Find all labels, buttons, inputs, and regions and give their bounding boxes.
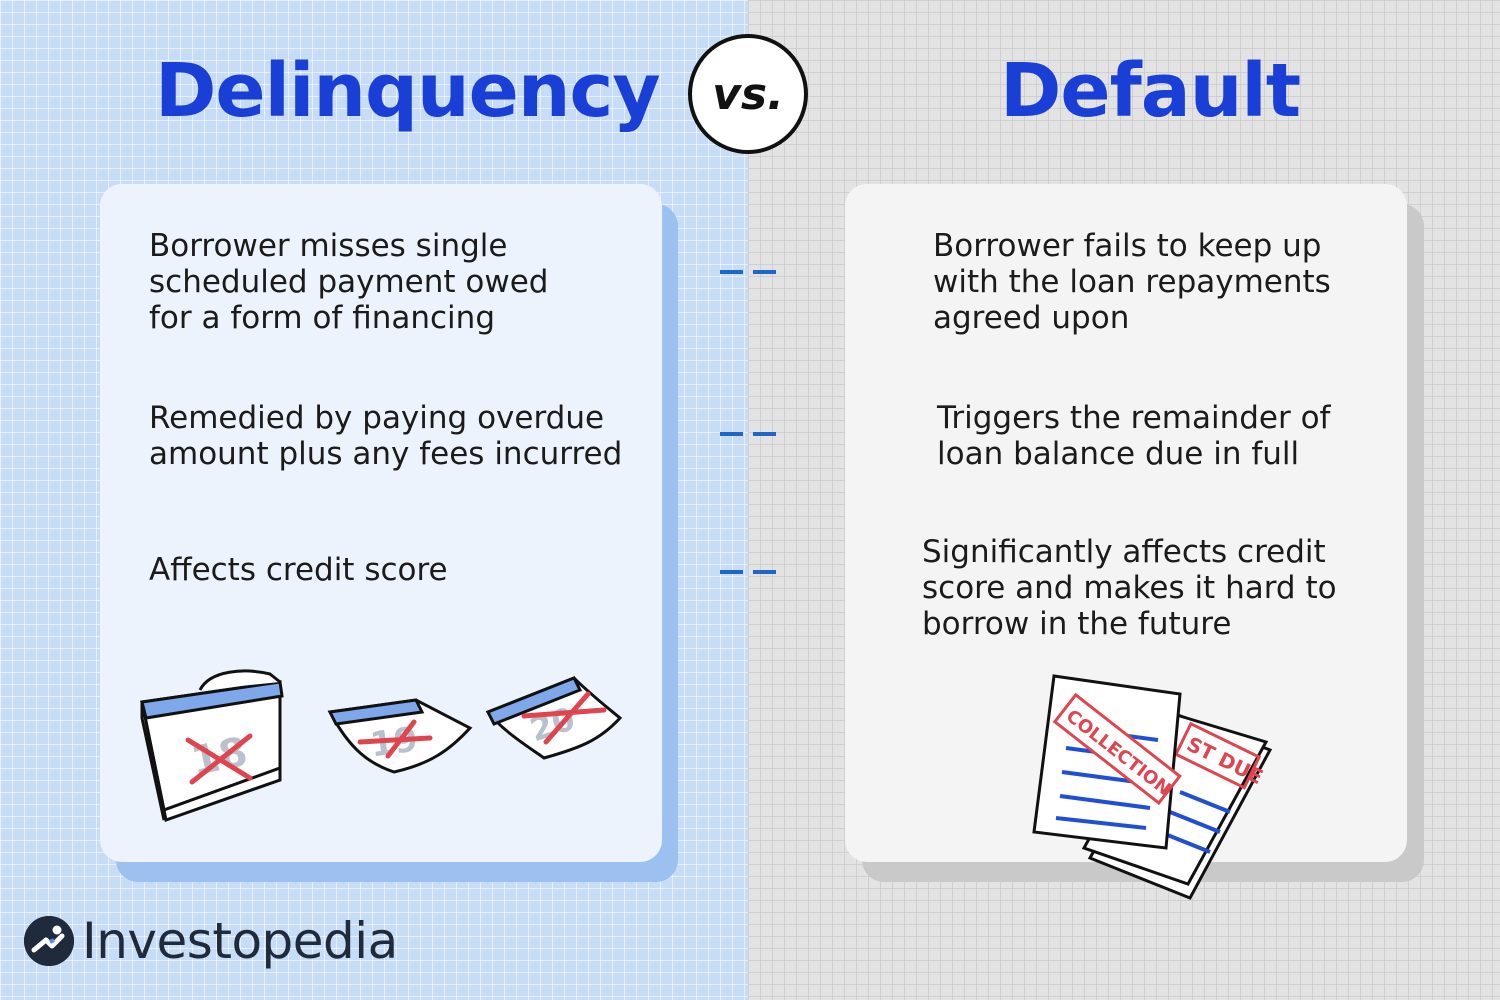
delinquency-title: Delinquency bbox=[155, 48, 661, 134]
calendar-pages-illustration: 18 19 20 bbox=[140, 669, 623, 822]
collection-paper-icon: COLLECTION bbox=[1032, 674, 1182, 850]
calendar-block-icon: 18 bbox=[140, 669, 284, 822]
vs-badge: VS. bbox=[688, 34, 808, 154]
investopedia-logo-icon bbox=[24, 916, 74, 966]
calendar-page-icon: 19 bbox=[327, 698, 473, 774]
collection-papers-illustration: ST DUE COLLECTION bbox=[1032, 674, 1273, 900]
default-point-1: Borrower fails to keep up with the loan … bbox=[933, 228, 1331, 336]
default-point-3: Significantly affects credit score and m… bbox=[922, 534, 1337, 642]
vs-label: VS. bbox=[712, 68, 784, 120]
delinquency-point-1: Borrower misses single scheduled payment… bbox=[149, 228, 549, 336]
investopedia-wordmark: Investopedia bbox=[82, 912, 398, 970]
default-point-2: Triggers the remainder of loan balance d… bbox=[937, 400, 1331, 472]
delinquency-point-2: Remedied by paying overdue amount plus a… bbox=[149, 400, 623, 472]
default-title: Default bbox=[1000, 48, 1301, 134]
investopedia-logo: Investopedia bbox=[24, 912, 398, 970]
calendar-page-icon: 20 bbox=[485, 676, 623, 760]
connector-dash-3 bbox=[720, 570, 776, 574]
connector-dash-2 bbox=[720, 432, 776, 436]
connector-dash-1 bbox=[720, 270, 776, 274]
delinquency-point-3: Affects credit score bbox=[149, 552, 448, 588]
